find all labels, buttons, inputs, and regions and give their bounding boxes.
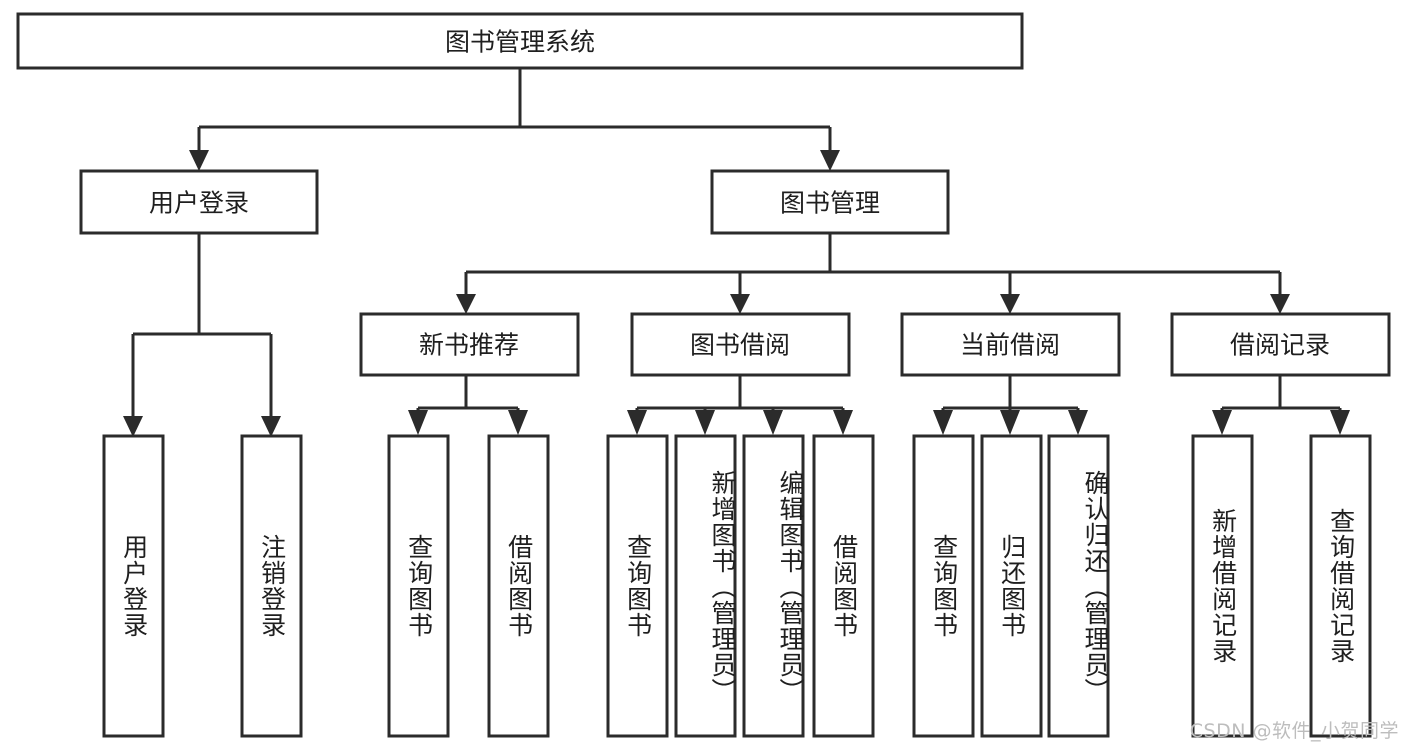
- connector-group-new-book-recommend: [408, 375, 528, 435]
- arrow-head-leaf-confirm-return: [1068, 410, 1088, 435]
- node-leaf-query-book-1-box[interactable]: [387, 434, 450, 738]
- node-book-management-box[interactable]: [710, 169, 950, 235]
- node-new-book-recommend-label: 新书推荐: [419, 331, 519, 360]
- arrow-head-leaf-return-book: [1000, 410, 1020, 435]
- arrow-head-leaf-logout-login: [261, 416, 281, 437]
- node-leaf-add-record-box[interactable]: [1191, 434, 1254, 738]
- arrow-head-leaf-add-book: [695, 410, 715, 435]
- node-user-login-box[interactable]: [79, 169, 319, 235]
- arrow-head-current-borrow: [1000, 294, 1020, 314]
- node-current-borrow-label: 当前借阅: [960, 331, 1060, 360]
- arrow-head-leaf-borrow-book-2: [833, 410, 853, 435]
- node-user-login[interactable]: 用户登录: [79, 169, 319, 235]
- node-leaf-query-book-3-box[interactable]: [912, 434, 975, 738]
- leaf-boxes-group: [102, 434, 1372, 738]
- node-leaf-return-book-box[interactable]: [980, 434, 1043, 738]
- node-root[interactable]: 图书管理系统: [16, 12, 1024, 70]
- connector-group-user-login: [123, 233, 281, 437]
- node-book-borrow-box[interactable]: [630, 312, 851, 377]
- node-book-management-label: 图书管理: [780, 189, 880, 218]
- connector-group-borrow-record: [1212, 375, 1350, 435]
- node-borrow-record[interactable]: 借阅记录: [1170, 312, 1391, 377]
- node-new-book-recommend-box[interactable]: [359, 312, 580, 377]
- node-book-management[interactable]: 图书管理: [710, 169, 950, 235]
- arrow-head-leaf-query-book-3: [933, 410, 953, 435]
- node-new-book-recommend[interactable]: 新书推荐: [359, 312, 580, 377]
- arrow-head-user-login: [189, 150, 209, 171]
- arrow-head-leaf-query-record: [1330, 410, 1350, 435]
- node-book-borrow-label: 图书借阅: [690, 331, 790, 360]
- node-root-label: 图书管理系统: [445, 28, 595, 57]
- arrow-head-leaf-edit-book: [763, 410, 783, 435]
- node-current-borrow[interactable]: 当前借阅: [900, 312, 1121, 377]
- node-leaf-borrow-book-2-box[interactable]: [812, 434, 875, 738]
- node-leaf-query-book-2-box[interactable]: [606, 434, 669, 738]
- node-leaf-edit-book-box[interactable]: [742, 434, 805, 738]
- csdn-watermark: CSDN @软件_小贺同学: [1189, 720, 1399, 742]
- node-borrow-record-box[interactable]: [1170, 312, 1391, 377]
- node-leaf-logout-login-box[interactable]: [240, 434, 303, 738]
- node-leaf-confirm-return-box[interactable]: [1047, 434, 1110, 738]
- arrow-head-borrow-record: [1270, 294, 1290, 314]
- node-root-box[interactable]: [16, 12, 1024, 70]
- connector-group-book-management: [456, 233, 1290, 314]
- node-leaf-borrow-book-1-box[interactable]: [487, 434, 550, 738]
- arrow-head-leaf-query-book-1: [408, 410, 428, 435]
- node-book-borrow[interactable]: 图书借阅: [630, 312, 851, 377]
- arrow-head-leaf-borrow-book-1: [508, 410, 528, 435]
- node-leaf-user-login-box[interactable]: [102, 434, 165, 738]
- arrow-head-book-management: [820, 150, 840, 171]
- node-user-login-label: 用户登录: [149, 189, 249, 218]
- node-leaf-query-record-box[interactable]: [1309, 434, 1372, 738]
- connector-group-book-borrow: [627, 375, 853, 435]
- arrow-head-leaf-add-record: [1212, 410, 1232, 435]
- connector-group-current-borrow: [933, 375, 1088, 435]
- connector-group-root: [189, 68, 840, 171]
- arrow-head-leaf-query-book-2: [627, 410, 647, 435]
- arrow-head-new-book-recommend: [456, 294, 476, 314]
- node-leaf-add-book-box[interactable]: [674, 434, 737, 738]
- node-borrow-record-label: 借阅记录: [1230, 331, 1330, 360]
- node-current-borrow-box[interactable]: [900, 312, 1121, 377]
- arrow-head-leaf-user-login: [123, 416, 143, 437]
- arrow-head-book-borrow: [730, 294, 750, 314]
